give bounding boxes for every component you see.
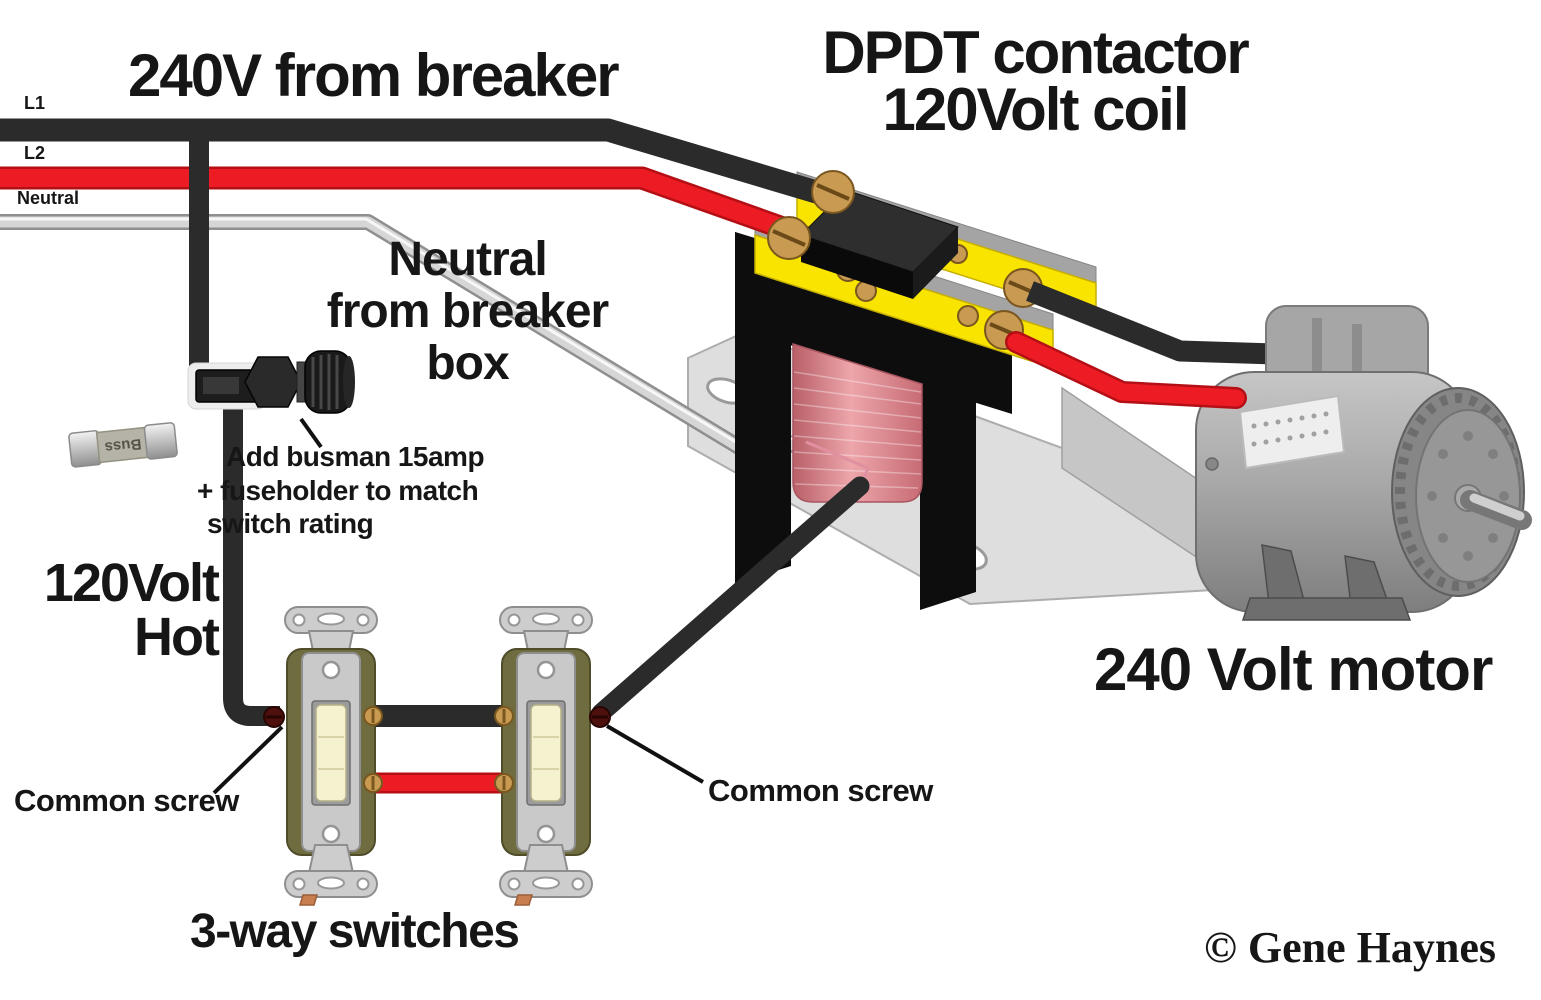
motor-shaft: [1460, 490, 1532, 530]
breaker-title: 240V from breaker: [128, 42, 620, 109]
motor-end-cap: [1391, 387, 1525, 597]
common-screw-switch-2: [589, 706, 611, 728]
fuse-brand-text: Buss: [104, 435, 142, 456]
neutral-label: Neutral: [17, 188, 80, 208]
common-screw-left-callout-line: [212, 725, 284, 795]
contactor-title-line2: 120Volt coil: [882, 76, 1189, 143]
l1-label: L1: [24, 93, 46, 113]
l2-label: L2: [24, 143, 46, 163]
neutral-note-line2: from breaker: [326, 284, 609, 338]
hot-label-line1: 120Volt: [43, 553, 220, 613]
motor-red-wire: [1005, 331, 1247, 409]
motor-nameplate: [1238, 394, 1346, 470]
motor-feet: [1241, 544, 1412, 621]
common-screw-left-label: Common screw: [14, 783, 239, 818]
neutral-note-line1: Neutral: [388, 233, 547, 286]
fuse-note-line1: Add busman 15amp: [226, 441, 485, 472]
motor-black-wire: [1026, 281, 1275, 365]
neutral-note-line3: box: [426, 336, 509, 390]
neutral-note: Neutral from breaker box: [300, 234, 635, 389]
hot-label: 120Volt Hot: [30, 553, 220, 667]
switches-title: 3-way switches: [190, 905, 520, 958]
fuse-note-line2: + fuseholder to match: [197, 475, 479, 506]
l2-wire: [0, 166, 804, 245]
contactor-title: DPDT contactor 120Volt coil: [770, 19, 1300, 143]
three-way-switch-2: [498, 605, 594, 907]
fuse-note-line3: switch rating: [207, 508, 374, 539]
contactor-title-line1: DPDT contactor: [822, 19, 1249, 86]
three-way-switch-1: [283, 605, 379, 907]
motor: [1195, 305, 1532, 621]
traveler-screws: [363, 706, 514, 793]
common-screw-right-label: Common screw: [708, 773, 933, 808]
fuseholder-callout-line: [299, 417, 323, 449]
buss-fuse: Buss: [68, 422, 178, 468]
fuseholder: [187, 350, 355, 414]
coil-to-switch-wire: [591, 476, 870, 723]
common-screw-right-callout-line: [605, 724, 705, 784]
hot-to-switch-wire: [223, 396, 280, 726]
contactor-main-screws: [767, 170, 1043, 350]
motor-title: 240 Volt motor: [1094, 636, 1493, 703]
common-screw-switch-1: [263, 706, 285, 728]
hot-label-line2: Hot: [134, 607, 220, 667]
copyright: © Gene Haynes: [1204, 923, 1496, 972]
l1-wire: [0, 118, 837, 209]
